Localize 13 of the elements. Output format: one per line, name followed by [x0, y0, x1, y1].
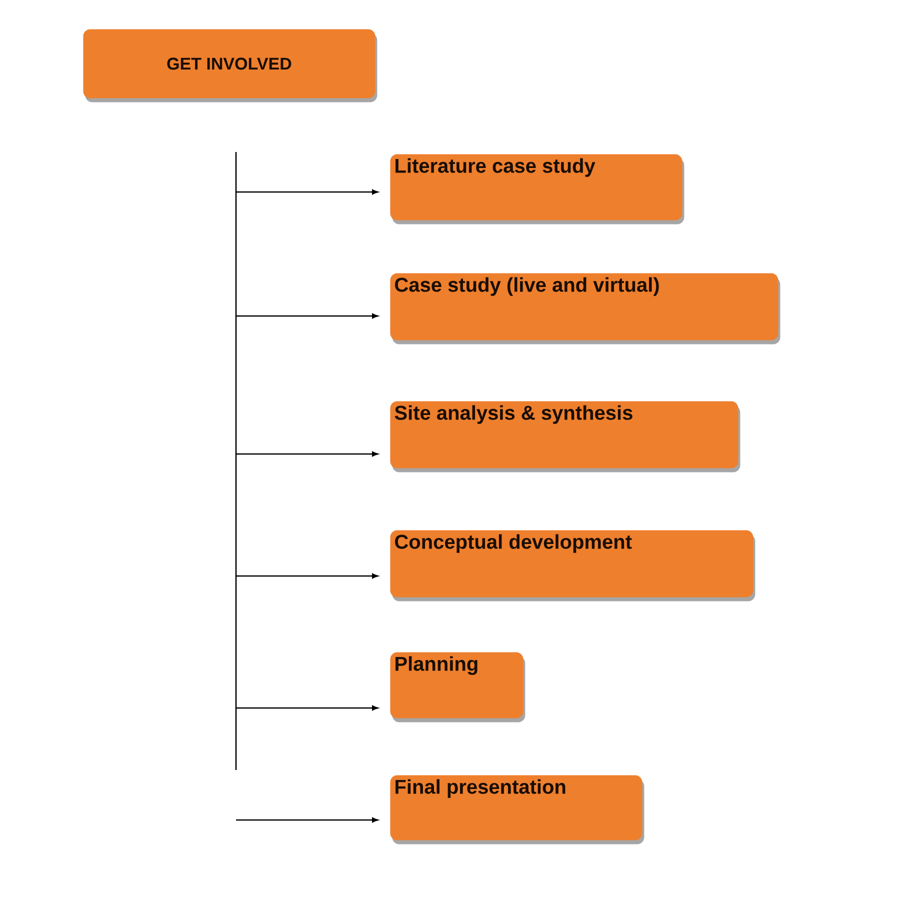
step-box: Conceptual development	[390, 530, 756, 602]
arrow	[236, 817, 378, 823]
step-box: Site analysis & synthesis	[390, 401, 740, 472]
step-box: Case study (live and virtual)	[390, 273, 780, 344]
step-box: Literature case study	[390, 154, 684, 224]
step-box: Final presentation	[390, 775, 644, 844]
arrow	[236, 573, 378, 579]
arrow	[236, 451, 378, 457]
arrow	[236, 189, 378, 195]
arrow	[236, 313, 378, 319]
heading-box: GET INVOLVED	[83, 29, 378, 102]
arrow	[236, 705, 378, 711]
step-box: Planning	[390, 652, 526, 722]
